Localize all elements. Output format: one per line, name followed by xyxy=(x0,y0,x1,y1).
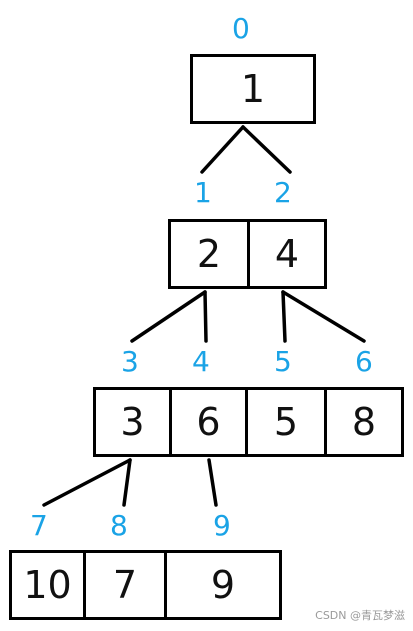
index-label: 0 xyxy=(232,12,250,45)
index-label: 1 xyxy=(194,176,212,209)
index-label: 7 xyxy=(30,509,48,542)
heap-cell: 5 xyxy=(245,387,327,457)
tree-edge xyxy=(281,290,366,343)
tree-edge xyxy=(130,290,207,343)
tree-edge xyxy=(207,458,218,507)
heap-cell: 7 xyxy=(83,550,167,620)
heap-cell: 6 xyxy=(169,387,248,457)
index-label: 9 xyxy=(213,509,231,542)
index-label: 8 xyxy=(110,509,128,542)
index-label: 2 xyxy=(274,176,292,209)
index-label: 4 xyxy=(192,345,210,378)
index-label: 3 xyxy=(121,345,139,378)
watermark: CSDN @青瓦梦滋 xyxy=(315,609,405,622)
index-label: 6 xyxy=(355,345,373,378)
tree-edge xyxy=(122,458,132,507)
tree-edge xyxy=(281,290,287,343)
tree-edge xyxy=(203,290,208,343)
heap-cell: 8 xyxy=(324,387,404,457)
heap-cell: 3 xyxy=(93,387,172,457)
tree-edge xyxy=(241,125,292,174)
tree-edge xyxy=(42,458,132,507)
tree-edge xyxy=(200,125,245,174)
heap-cell: 10 xyxy=(9,550,86,620)
heap-cell: 1 xyxy=(190,54,316,124)
heap-cell: 4 xyxy=(247,219,327,289)
heap-cell: 9 xyxy=(164,550,282,620)
heap-cell: 2 xyxy=(168,219,250,289)
index-label: 5 xyxy=(274,345,292,378)
